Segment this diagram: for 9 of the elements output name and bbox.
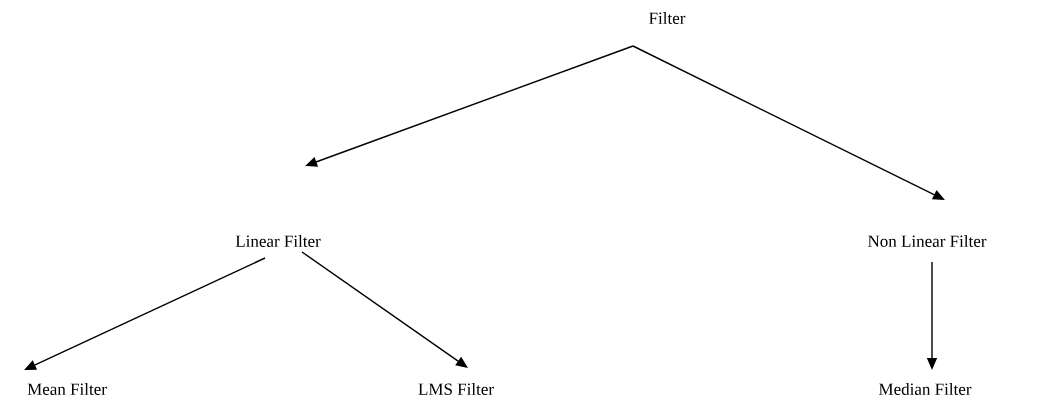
arrow: [632, 45, 945, 200]
node-label: Linear Filter: [235, 235, 321, 247]
node-label: LMS Filter: [418, 383, 494, 395]
node-label: Median Filter: [879, 383, 972, 395]
node-label: Mean Filter: [27, 383, 107, 395]
node-label: Filter: [649, 12, 686, 24]
node-label: Non Linear Filter: [868, 235, 987, 247]
arrow: [24, 257, 266, 370]
arrow: [301, 251, 468, 368]
